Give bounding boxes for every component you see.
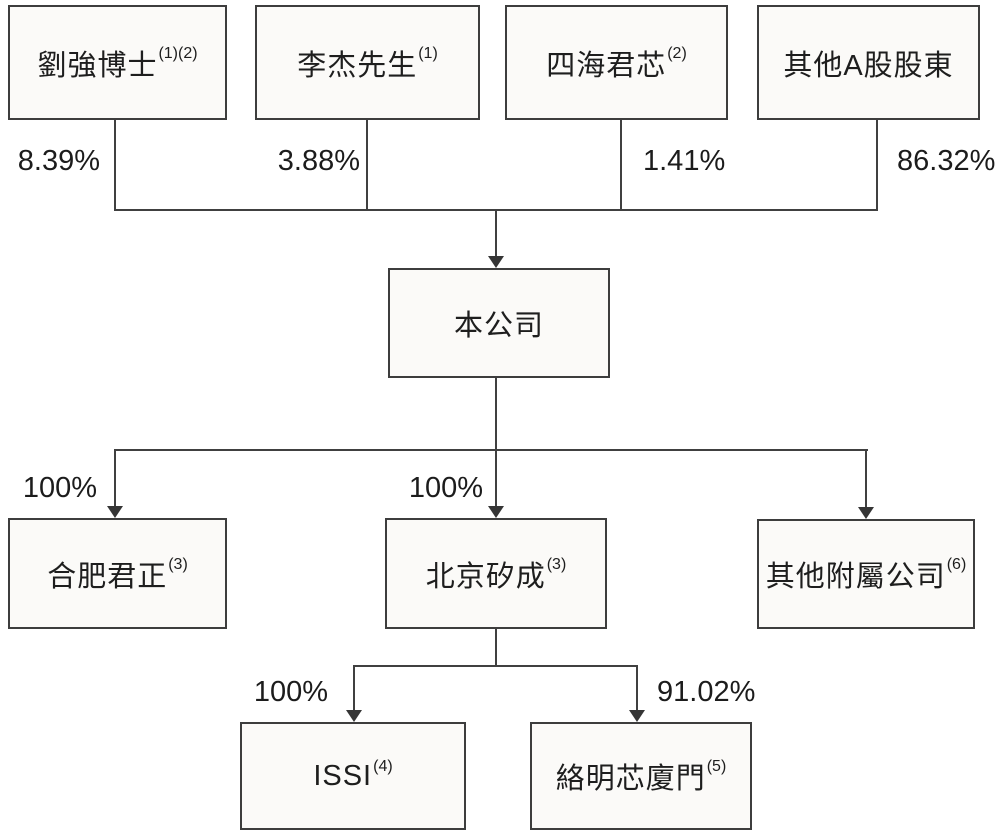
- footnote-superscript: (6): [946, 556, 967, 573]
- node-label: 其他附屬公司: [765, 561, 946, 593]
- node-luomingxin-xiamen: 絡明芯廈門(5): [530, 722, 752, 830]
- connector-line: [114, 450, 116, 508]
- footnote-superscript: (4): [373, 758, 393, 775]
- node-beijing-xicheng: 北京矽成(3): [385, 518, 607, 629]
- connector-line: [495, 378, 497, 450]
- connector-line: [353, 665, 638, 667]
- arrow-down-icon: [488, 256, 504, 268]
- ownership-percentage: 8.39%: [17, 145, 100, 177]
- footnote-superscript: (1)(2): [158, 44, 198, 62]
- arrow-down-icon: [858, 507, 874, 519]
- ownership-percentage: 91.02%: [657, 676, 756, 708]
- footnote-superscript: (3): [168, 555, 188, 573]
- ownership-percentage: 100%: [408, 472, 483, 504]
- node-label: 其他A股股東: [783, 49, 954, 82]
- ownership-percentage: 100%: [253, 676, 328, 708]
- node-label: 本公司: [453, 310, 544, 342]
- node-other-subsidiaries: 其他附屬公司(6): [757, 519, 975, 629]
- arrow-down-icon: [346, 710, 362, 722]
- node-label: 李杰先生: [297, 49, 418, 82]
- connector-line: [366, 120, 368, 210]
- node-label: 劉強博士: [37, 49, 158, 82]
- footnote-superscript: (2): [667, 44, 687, 62]
- node-other-a-share-holders: 其他A股股東: [757, 5, 980, 120]
- connector-line: [495, 450, 497, 508]
- node-the-company: 本公司: [388, 268, 610, 378]
- footnote-superscript: (1): [418, 44, 438, 62]
- connector-line: [620, 120, 622, 210]
- footnote-superscript: (5): [706, 758, 727, 775]
- footnote-superscript: (3): [546, 555, 567, 573]
- node-label: 四海君芯: [546, 49, 667, 82]
- node-dr-liu-qiang: 劉強博士(1)(2): [8, 5, 227, 120]
- node-label: ISSI: [313, 759, 373, 792]
- node-label: 北京矽成: [425, 560, 546, 593]
- connector-line: [114, 120, 116, 210]
- node-issi: ISSI(4): [240, 722, 466, 830]
- connector-line: [495, 629, 497, 666]
- connector-line: [636, 666, 638, 712]
- node-label: 絡明芯廈門: [555, 763, 706, 795]
- node-mr-li-jie: 李杰先生(1): [255, 5, 480, 120]
- node-hefei-junzheng: 合肥君正(3): [8, 518, 227, 629]
- arrow-down-icon: [629, 710, 645, 722]
- arrow-down-icon: [107, 506, 123, 518]
- connector-line: [353, 666, 355, 712]
- ownership-percentage: 3.88%: [277, 145, 360, 177]
- connector-line: [495, 210, 497, 258]
- connector-line: [876, 120, 878, 210]
- connector-line: [865, 450, 867, 507]
- connector-line: [114, 449, 868, 451]
- node-label: 合肥君正: [47, 560, 168, 593]
- arrow-down-icon: [488, 506, 504, 518]
- node-sihai-junxin: 四海君芯(2): [505, 5, 728, 120]
- ownership-percentage: 1.41%: [643, 145, 726, 177]
- ownership-percentage: 86.32%: [897, 145, 996, 177]
- ownership-percentage: 100%: [22, 472, 97, 504]
